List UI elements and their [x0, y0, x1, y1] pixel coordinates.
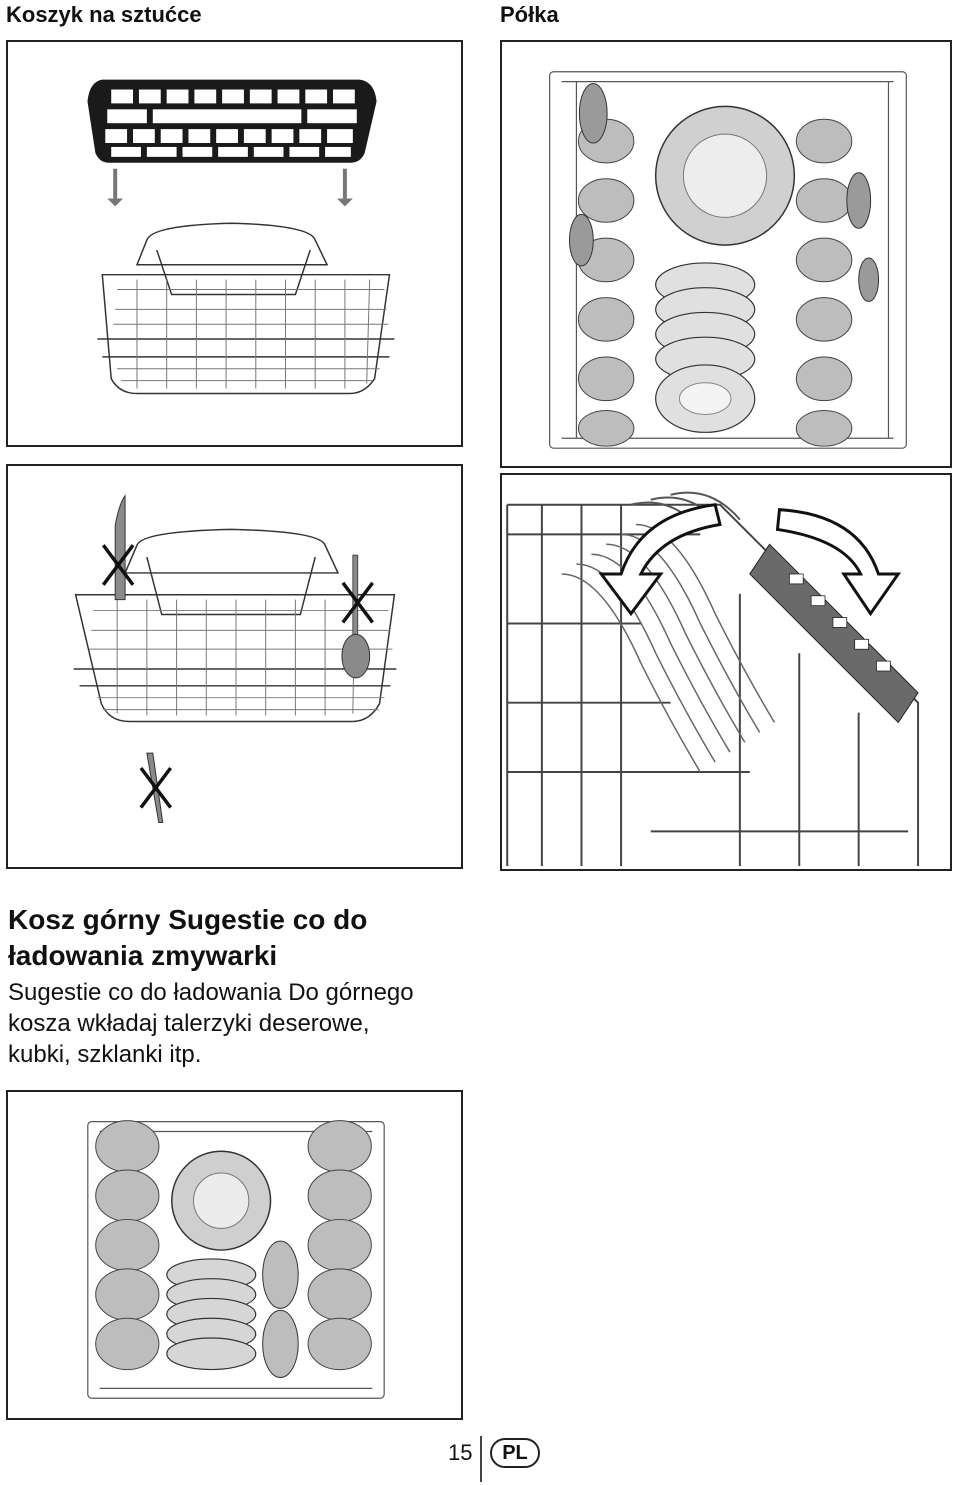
cross-mark-icon — [101, 544, 375, 809]
figure-upper-basket-loaded — [6, 1090, 463, 1420]
figure-shelf-top-view — [500, 40, 952, 468]
folding-tines-illustration — [506, 491, 920, 867]
cutlery-do-not-illustration — [73, 494, 397, 823]
figure-cutlery-basket-lid — [6, 40, 463, 447]
rotate-arrow-icon — [598, 503, 902, 617]
caption-shelf: Półka — [500, 2, 559, 27]
arrow-down-icon — [107, 168, 353, 207]
figure-folding-tines — [500, 473, 952, 871]
section-body-line3: kubki, szklanki itp. — [8, 1041, 202, 1068]
section-heading-line2: ładowania zmywarki — [8, 940, 278, 971]
upper-basket-loaded-illustration — [87, 1120, 385, 1399]
cutlery-basket-lid-illustration — [87, 79, 395, 395]
page-number: 15 — [448, 1440, 473, 1465]
section-body-line1: Sugestie co do ładowania Do górnego — [8, 979, 414, 1006]
language-badge: PL — [490, 1438, 540, 1468]
figure-cutlery-do-not — [6, 464, 463, 869]
section-body-line2: kosza wkładaj talerzyki deserowe, — [8, 1010, 370, 1037]
section-heading-line1: Kosz górny Sugestie co do — [8, 904, 368, 935]
footer-divider — [480, 1436, 482, 1482]
caption-cutlery-basket: Koszyk na sztućce — [6, 2, 202, 27]
shelf-top-view-illustration — [549, 71, 907, 449]
